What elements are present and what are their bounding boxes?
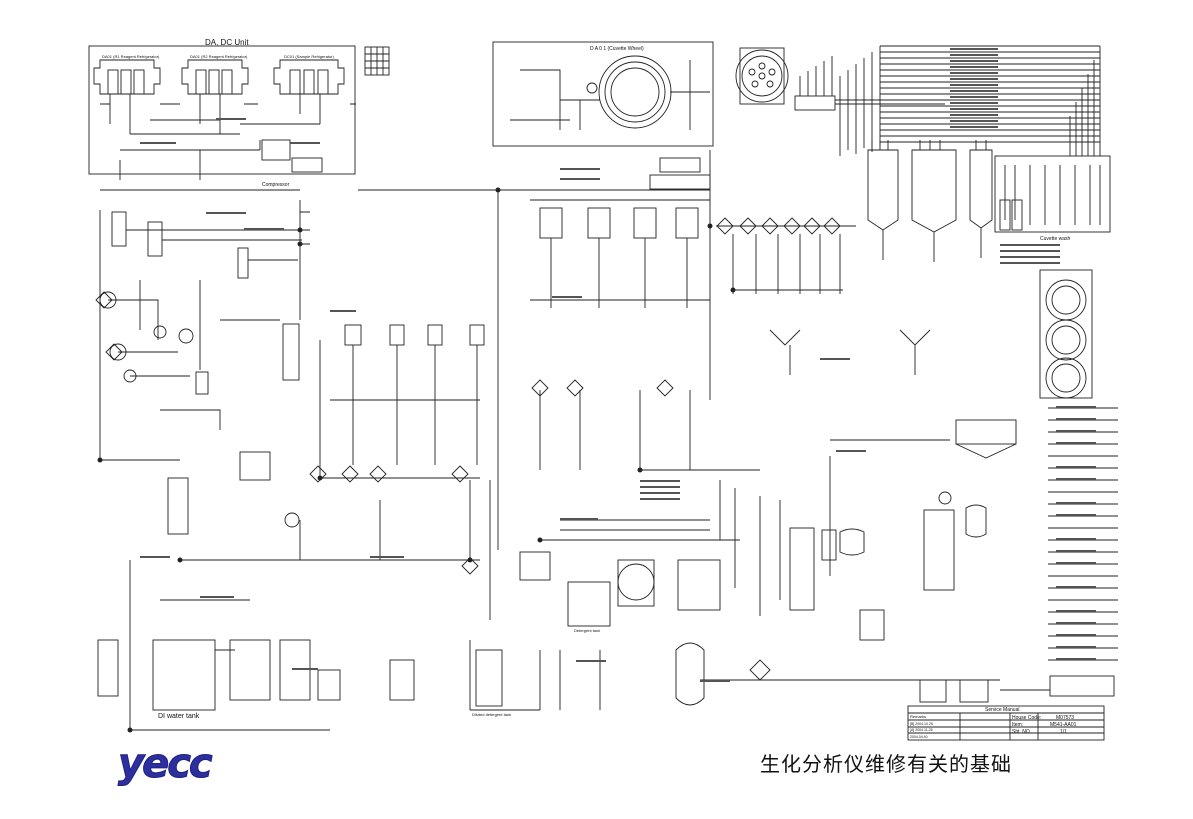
- unit-title: DA, DC Unit: [205, 38, 249, 47]
- valve-manifold: [794, 95, 836, 111]
- radiator-icon: [364, 46, 390, 76]
- valve-row-a: [95, 291, 469, 483]
- sample-disk: [735, 49, 789, 103]
- vacuum-tank: [675, 642, 705, 706]
- cuvette-wash-label: Cuvette wash: [1040, 236, 1071, 242]
- left-pumps: [99, 211, 300, 395]
- page-caption: 生化分析仪维修有关的基础: [760, 752, 1012, 776]
- syringe-group-a: [319, 324, 485, 480]
- right-line-bundle: [839, 45, 1101, 156]
- reagent-probes: [530, 189, 710, 470]
- sheet-label: Sht. NO.: [1012, 729, 1031, 735]
- r1-refrigerator-label: DA01 (R1 Reagent Refrigerator): [102, 54, 160, 59]
- yecc-logo: yecc: [118, 741, 214, 788]
- da-dc-unit-box: [88, 45, 356, 175]
- remarks-label: Remarks: [910, 714, 926, 719]
- detergent-sample-disk: [617, 563, 655, 601]
- diluted-detergent-tank: [475, 649, 503, 707]
- cuvette-wheel: [598, 55, 672, 129]
- issue-row-1: [B] 2004.10.25: [910, 722, 933, 726]
- issue-row-3: 2004.04.40: [910, 735, 928, 739]
- sample-trays-box: [1039, 269, 1093, 399]
- issue-row-2: [A] 2004.11.25: [910, 728, 933, 732]
- compressor-block: [261, 139, 291, 161]
- sheet-value: 1/1: [1060, 729, 1067, 735]
- diluted-detergent-tank-label: Diluted detergent tank: [472, 712, 511, 717]
- micro-labels: [140, 48, 1096, 682]
- r1-refrigerator: [93, 59, 161, 95]
- reaction-unit: [239, 451, 271, 481]
- sample-refrigerator: [273, 59, 345, 95]
- junction-dots: [97, 187, 736, 733]
- r2-refrigerator: [181, 59, 249, 95]
- item-label: Item:: [1012, 722, 1023, 728]
- cuvette-wheel-label: D A 0 1 (Cuvette Wheel): [590, 46, 644, 52]
- detergent-tank-label: Detergent tank: [574, 628, 600, 633]
- compressor-label: Compressor: [262, 182, 290, 188]
- valve-row-b: [531, 217, 841, 397]
- item-value: M541-AA01: [1050, 722, 1077, 728]
- di-water-tank-label: DI water tank: [158, 713, 200, 720]
- cuvette-wheel-box: [492, 41, 714, 147]
- house-code-value: M07573: [1056, 715, 1074, 721]
- manual-label: Service Manual: [985, 707, 1019, 713]
- r2-refrigerator-label: DA01 (R2 Reagent Refrigerator): [190, 54, 248, 59]
- wash-tanks: [867, 140, 993, 262]
- cuvette-wash-unit: [994, 155, 1111, 233]
- di-water-tank: [152, 639, 216, 711]
- title-block: [907, 705, 1105, 741]
- sample-refrigerator-label: DC01 (Sample Refrigerator): [284, 54, 334, 59]
- house-code-label: House Code:: [1012, 715, 1041, 721]
